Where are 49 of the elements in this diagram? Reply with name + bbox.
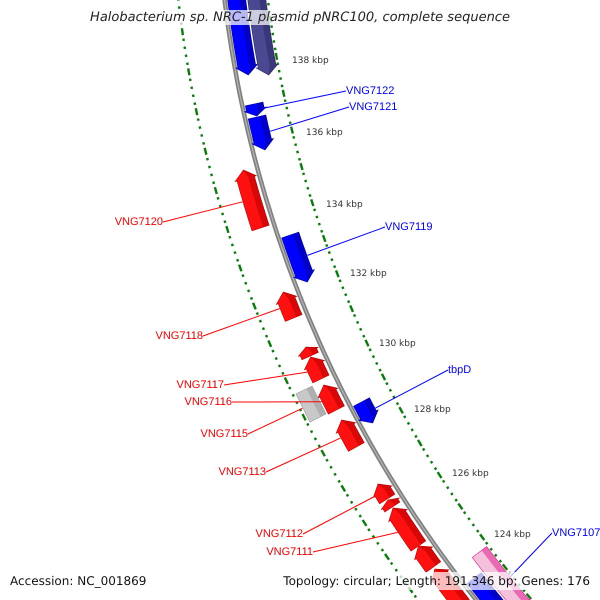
gene-feature: [304, 356, 330, 384]
gene-feature: [336, 420, 365, 452]
leader-line: [224, 372, 308, 386]
scale-label: 124 kbp: [494, 529, 531, 541]
gene-feature: [296, 386, 326, 422]
gene-label: VNG7117: [176, 377, 224, 393]
gene-feature: [388, 508, 426, 552]
scale-label: 130 kbp: [379, 338, 416, 350]
gene-label: VNG7112: [256, 526, 303, 542]
leader-line: [202, 308, 280, 336]
gene-feature: [380, 498, 400, 512]
leader-line: [248, 408, 303, 434]
leader-line: [232, 401, 322, 402]
gene-feature: [353, 397, 379, 424]
scale-label: 138 kbp: [292, 55, 329, 67]
gene-label: VNG7113: [218, 464, 266, 480]
gene-label: VNG7107: [552, 525, 600, 541]
leader-line: [302, 496, 375, 534]
gene-feature: [234, 170, 270, 232]
scale-label: 132 kbp: [350, 268, 387, 280]
leader-line: [312, 532, 398, 552]
gene-label: VNG7115: [200, 426, 248, 442]
gene-feature: [276, 292, 302, 322]
leader-line: [162, 201, 243, 222]
leader-line: [270, 106, 350, 132]
gene-label: VNG7118: [156, 328, 203, 344]
gene-feature: [372, 484, 396, 504]
leader-line: [266, 438, 341, 472]
gene-label: VNG7119: [385, 219, 432, 235]
gene-feature: [244, 102, 268, 116]
gene-feature: [414, 546, 442, 573]
gene-label: VNG7111: [266, 544, 313, 560]
gene-label: VNG7121: [349, 99, 398, 115]
scale-label: 136 kbp: [306, 127, 343, 139]
gene-label: tbpD: [448, 362, 472, 378]
gene-label: VNG7116: [184, 394, 232, 410]
gene-label: VNG7122: [346, 83, 394, 99]
leader-line: [306, 226, 386, 256]
gene-label: VNG7120: [114, 214, 163, 230]
gene-feature: [317, 384, 345, 414]
footer-text: Topology: circular; Length: 191,346 bp; Genes: 176: [283, 572, 590, 590]
gene-feature: [298, 346, 319, 360]
leader-line: [264, 90, 346, 108]
gene-feature: [248, 114, 274, 150]
scale-label: 126 kbp: [452, 468, 489, 480]
scale-label: 128 kbp: [414, 404, 451, 416]
leader-line: [375, 370, 448, 409]
gene-feature: [281, 232, 315, 282]
scale-label: 134 kbp: [326, 199, 363, 211]
